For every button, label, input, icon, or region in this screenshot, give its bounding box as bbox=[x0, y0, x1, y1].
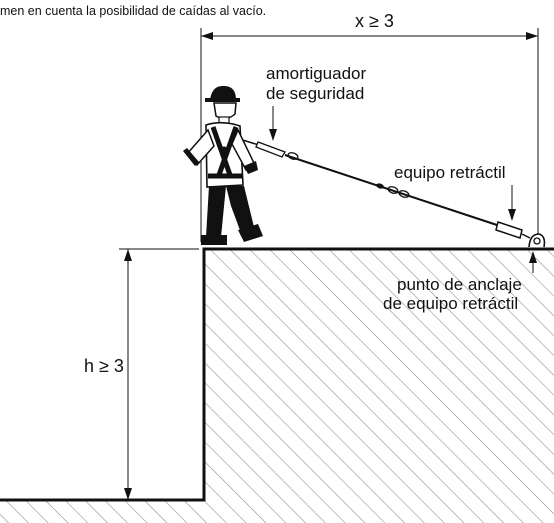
anchor-point-label-line1: punto de anclaje bbox=[397, 275, 522, 294]
retractable-device-label: equipo retráctil bbox=[394, 163, 506, 182]
shock-absorber-label-line1: amortiguador bbox=[266, 64, 367, 83]
roof-edge-outline bbox=[0, 247, 554, 502]
x-dimension bbox=[200, 28, 539, 242]
retractable-device bbox=[495, 221, 531, 239]
worker-figure bbox=[183, 85, 263, 245]
anchor-point bbox=[528, 233, 546, 248]
h-dimension-label: h ≥ 3 bbox=[84, 356, 124, 376]
x-dimension-label: x ≥ 3 bbox=[355, 11, 394, 31]
shock-absorber-label-line2: de seguridad bbox=[266, 84, 364, 103]
anchor-point-pointer bbox=[529, 251, 537, 273]
anchor-point-label-line2: de equipo retráctil bbox=[383, 294, 518, 313]
shock-absorber-pointer bbox=[269, 106, 277, 141]
h-dimension bbox=[119, 248, 199, 500]
lower-ground-hatch bbox=[0, 500, 205, 523]
lifeline bbox=[235, 137, 501, 227]
retractable-device-pointer bbox=[508, 185, 516, 221]
caption-text: men en cuenta la posibilidad de caídas a… bbox=[0, 4, 266, 18]
upper-ground-hatch bbox=[205, 250, 554, 523]
